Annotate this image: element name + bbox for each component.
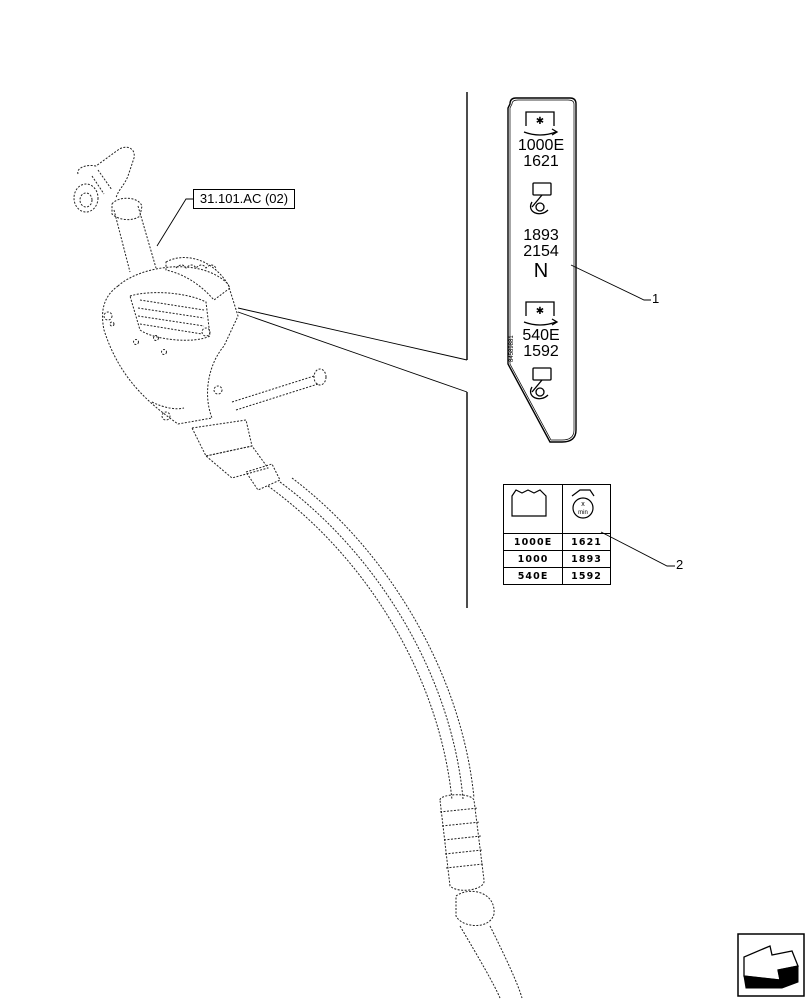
decal-line: N bbox=[533, 260, 549, 282]
speed-decal bbox=[507, 97, 577, 443]
table-row bbox=[502, 484, 611, 534]
table-header-cell bbox=[502, 484, 564, 534]
speed-table: 1000E 1621 1000 1893 540E 1592 bbox=[502, 484, 611, 585]
decal-line: 1893 bbox=[523, 227, 559, 244]
table-cell: 1621 bbox=[562, 533, 611, 551]
decal-line: 1621 bbox=[523, 153, 559, 170]
leader-lines bbox=[156, 198, 675, 567]
pto-lever-icon bbox=[529, 182, 552, 215]
table-row: 1000 1893 bbox=[502, 550, 611, 568]
reference-label[interactable]: 31.101.AC (02) bbox=[193, 189, 295, 209]
pto-lever-assembly bbox=[73, 146, 523, 999]
callout-2: 2 bbox=[676, 557, 684, 572]
svg-text:✱: ✱ bbox=[536, 116, 544, 127]
navigation-arrow-icon[interactable] bbox=[737, 933, 805, 997]
table-cell: 1000 bbox=[502, 550, 564, 568]
decal-line: 2154 bbox=[523, 243, 559, 260]
decal-line: 1000E bbox=[517, 137, 565, 154]
pto-shaft-icon: ✱ bbox=[523, 111, 559, 136]
table-cell: 540E bbox=[502, 567, 564, 585]
decal-side-code: 84589881 bbox=[509, 335, 515, 362]
table-row: 1000E 1621 bbox=[502, 533, 611, 551]
table-row: 540E 1592 bbox=[502, 567, 611, 585]
table-cell: 1592 bbox=[562, 567, 611, 585]
table-cell: 1000E bbox=[502, 533, 564, 551]
decal-line: 1592 bbox=[523, 343, 559, 360]
pto-shaft-icon: ✱ bbox=[523, 301, 559, 326]
table-header-cell bbox=[562, 484, 611, 534]
decal-text-mid: 1893 2154 N bbox=[506, 227, 576, 283]
table-cell: 1893 bbox=[562, 550, 611, 568]
svg-text:✱: ✱ bbox=[536, 306, 544, 317]
decal-text-bottom: 540E 1592 bbox=[506, 328, 576, 360]
pto-lever-icon bbox=[529, 367, 552, 400]
decal-line: 540E bbox=[522, 327, 560, 344]
callout-1: 1 bbox=[652, 291, 660, 306]
decal-text-top: 1000E 1621 bbox=[506, 138, 576, 170]
